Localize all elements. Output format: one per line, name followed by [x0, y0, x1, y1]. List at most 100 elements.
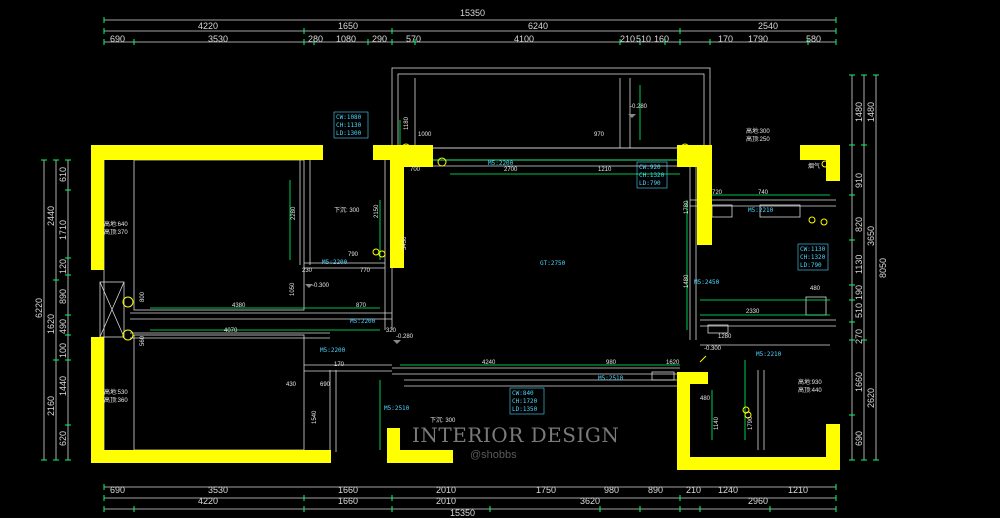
top-mid-dim: 2540 [758, 21, 778, 31]
cw-tag: CW:1130 [800, 246, 826, 253]
right-fine-dim: 1480 [854, 102, 864, 122]
dim-label: 770 [360, 268, 371, 274]
right-fine-dim: 190 [854, 285, 864, 300]
sill-label: 高地:930 [798, 378, 822, 386]
tag-box [509, 387, 545, 415]
cw-tag: CW:840 [512, 390, 534, 397]
top-fine-dim: 4100 [514, 34, 534, 44]
top-mid-dim: 6240 [528, 21, 548, 31]
top-mid-dim: 4220 [198, 21, 218, 31]
structural-walls [91, 145, 840, 470]
right-fine-dim: 1660 [854, 372, 864, 392]
tag-box [797, 243, 829, 271]
cw-tag: CW:920 [639, 164, 661, 171]
dim-label: 970 [594, 132, 605, 138]
left-fine-dim: 120 [58, 259, 68, 274]
right-dimensions: 8050 1480 3650 2620 1480 910 820 1130 19… [854, 102, 888, 446]
ch-tag: CH:1320 [639, 172, 665, 179]
dim-label: 2150 [374, 204, 380, 218]
sunken-label: 下沉: 300 [334, 206, 360, 214]
dim-label: 230 [302, 268, 313, 274]
interior-lines [99, 67, 836, 452]
height-tag: M5:2510 [384, 405, 410, 412]
sill-label: 高顶:440 [798, 386, 822, 394]
ld-tag: LD:1350 [512, 406, 538, 413]
left-fine-dim: 890 [58, 289, 68, 304]
cw-tag: CW:1080 [336, 114, 362, 121]
level-label: -0.280 [630, 104, 648, 110]
right-fine-dim: 510 [854, 303, 864, 318]
bottom-mid-dim: 2010 [436, 496, 456, 506]
level-label: -0.300 [312, 283, 330, 289]
right-total-dim: 8050 [878, 258, 888, 278]
sill-label: 高顶:370 [104, 228, 128, 236]
right-fine-dim: 1130 [854, 255, 864, 274]
dim-label: 320 [386, 328, 397, 334]
right-fine-dim: 270 [854, 329, 864, 344]
sill-label: 高地:530 [104, 388, 128, 396]
left-mid-dim: 2160 [46, 396, 56, 416]
dim-label: 1180 [404, 116, 410, 130]
top-dimensions: 15350 4220 1650 6240 2540 690 3530 280 1… [110, 8, 821, 44]
left-fine-dim: 1440 [58, 376, 68, 396]
dim-label: 800 [140, 291, 146, 302]
dim-label: 170 [334, 362, 345, 368]
bottom-fine-dim: 690 [110, 485, 125, 495]
dim-label: 1280 [718, 334, 732, 340]
right-fine-dim: 820 [854, 217, 864, 232]
top-mid-dim: 1650 [338, 21, 358, 31]
level-label: -0.280 [396, 334, 414, 340]
left-mid-dim: 2440 [46, 206, 56, 226]
dim-label: 1620 [666, 360, 680, 366]
right-fine-dim: 910 [854, 173, 864, 188]
dim-label: 1000 [418, 132, 432, 138]
right-fine-dim: 690 [854, 431, 864, 446]
tag-box [636, 161, 668, 189]
right-mid-dim: 1480 [866, 102, 876, 122]
dim-label: 870 [356, 303, 367, 309]
flue-label: 烟气 [808, 162, 820, 170]
room-height-tag: GT:2750 [540, 260, 566, 267]
height-tag: M5:2200 [350, 318, 376, 325]
bottom-mid-dim: 3620 [580, 496, 600, 506]
bottom-fine-dim: 1660 [338, 485, 358, 495]
watermark-title: INTERIOR DESIGN [412, 423, 619, 447]
bottom-total-dim: 15350 [450, 508, 475, 518]
fixtures [122, 114, 829, 419]
left-fine-dim: 610 [58, 167, 68, 182]
height-tag: M5:2200 [488, 160, 514, 167]
sill-label: 高顶:250 [746, 135, 770, 143]
height-tag: M5:2200 [322, 259, 348, 266]
sill-label: 高顶:360 [104, 396, 128, 404]
dim-label: 980 [606, 360, 617, 366]
ch-tag: CH:1720 [512, 398, 538, 405]
left-fine-dim: 490 [58, 319, 68, 334]
top-fine-dim: 570 [406, 34, 421, 44]
bottom-fine-dim: 980 [604, 485, 619, 495]
top-fine-dim: 3530 [208, 34, 228, 44]
dim-label: 560 [140, 335, 146, 346]
top-fine-dim: 210 [620, 34, 635, 44]
top-fine-dim: 290 [372, 34, 387, 44]
dim-label: 4240 [482, 360, 496, 366]
dim-label: 1140 [714, 416, 720, 430]
dim-label: 4380 [232, 303, 246, 309]
dim-label: 1210 [598, 167, 612, 173]
top-fine-dim: 510 [636, 34, 651, 44]
watermark-sub: @shobbs [470, 449, 517, 461]
top-fine-dim: 160 [654, 34, 669, 44]
dim-label: 430 [286, 382, 297, 388]
dim-label: 720 [712, 190, 723, 196]
height-tag: M5:2450 [694, 279, 720, 286]
sunken-label: 下沉: 300 [430, 416, 456, 424]
top-total-dim: 15350 [460, 8, 485, 18]
top-fine-dim: 280 [308, 34, 323, 44]
left-fine-dim: 620 [58, 431, 68, 446]
dim-label: 480 [700, 396, 711, 402]
sill-label: 高地:300 [746, 127, 770, 135]
top-fine-dim: 580 [806, 34, 821, 44]
top-fine-dim: 170 [718, 34, 733, 44]
green-dimension-lines [150, 85, 830, 450]
ch-tag: CH:1130 [336, 122, 362, 129]
